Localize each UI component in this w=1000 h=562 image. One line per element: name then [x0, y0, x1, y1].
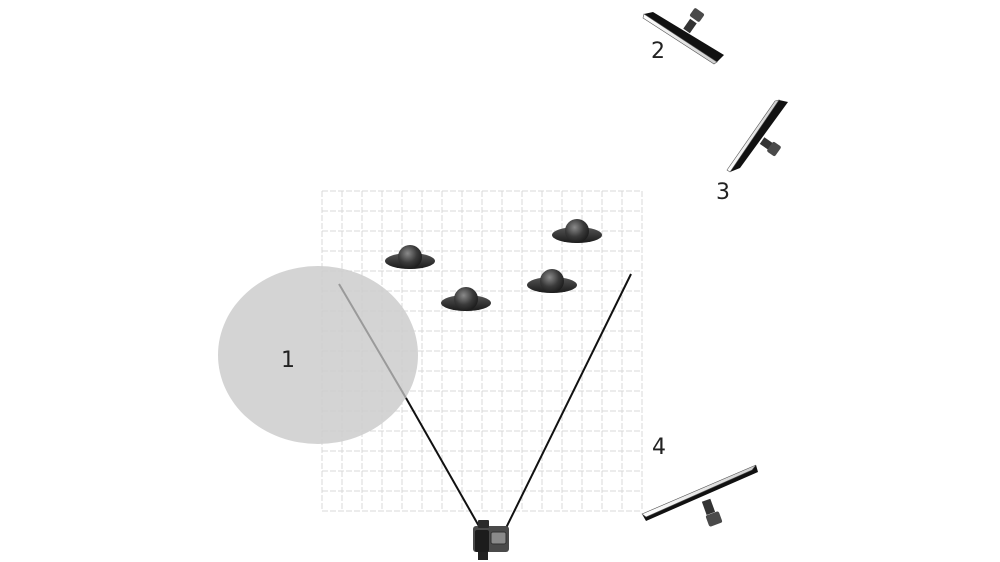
light-label-2: 2 — [651, 39, 665, 64]
view-line-left — [405, 397, 481, 529]
view-line-left-faded — [338, 283, 407, 399]
camera-icon — [473, 520, 509, 560]
light-label-3: 3 — [716, 180, 730, 205]
subject-icon — [527, 269, 577, 293]
subject-icon — [441, 287, 491, 311]
softbox-icon — [641, 464, 758, 527]
view-line-right — [504, 273, 632, 531]
subject-icon — [552, 219, 602, 243]
light-label-4: 4 — [652, 435, 666, 460]
subject-icon — [385, 245, 435, 269]
light-label-1: 1 — [281, 348, 295, 373]
reflector-icon — [218, 266, 418, 444]
floor-grid — [321, 190, 643, 512]
softbox-icon — [642, 8, 724, 65]
softbox-icon — [726, 99, 788, 173]
